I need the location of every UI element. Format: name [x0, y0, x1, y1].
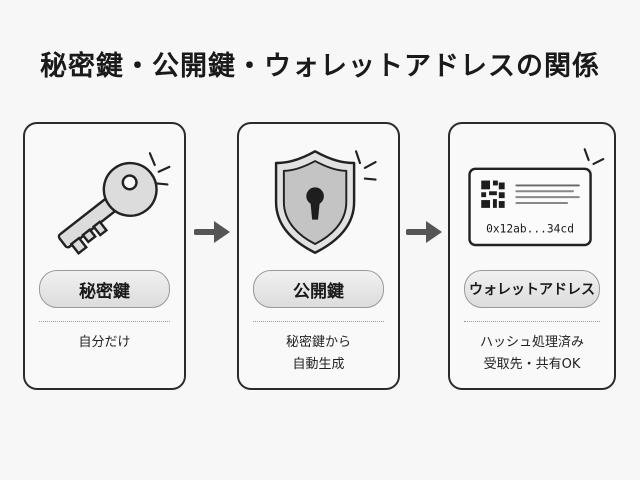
description-line: ハッシュ処理済み [479, 335, 584, 350]
private-key-label: 秘密鍵 [39, 270, 170, 308]
divider [464, 321, 600, 322]
wallet-address-label: ウォレットアドレス [464, 270, 600, 308]
description-line: 自動生成 [292, 357, 345, 372]
wallet-address-card-icon: 0x12ab...34cd [468, 148, 605, 247]
private-key-card: 秘密鍵 自分だけ [23, 122, 186, 390]
public-key-label: 公開鍵 [253, 270, 384, 308]
wallet-address-card: 0x12ab...34cd ウォレットアドレス ハッシュ処理済み 受取先・共有O… [448, 122, 616, 390]
description-line: 受取先・共有OK [483, 357, 581, 372]
private-key-description: 自分だけ [29, 332, 180, 354]
description-line: 秘密鍵から [285, 335, 351, 350]
diagram-title: 秘密鍵・公開鍵・ウォレットアドレスの関係 [40, 51, 600, 82]
divider [39, 321, 170, 322]
key-icon [57, 152, 171, 255]
wallet-address-value: 0x12ab...34cd [486, 222, 574, 235]
public-key-description: 秘密鍵から 自動生成 [243, 332, 394, 376]
shield-lock-icon [274, 150, 377, 254]
arrow-right-icon [194, 221, 230, 243]
wallet-address-description: ハッシュ処理済み 受取先・共有OK [454, 332, 610, 376]
description-line: 自分だけ [78, 335, 131, 350]
qr-code-icon [481, 180, 505, 208]
arrow-right-icon [406, 221, 442, 243]
divider [253, 321, 384, 322]
public-key-card: 公開鍵 秘密鍵から 自動生成 [237, 122, 400, 390]
